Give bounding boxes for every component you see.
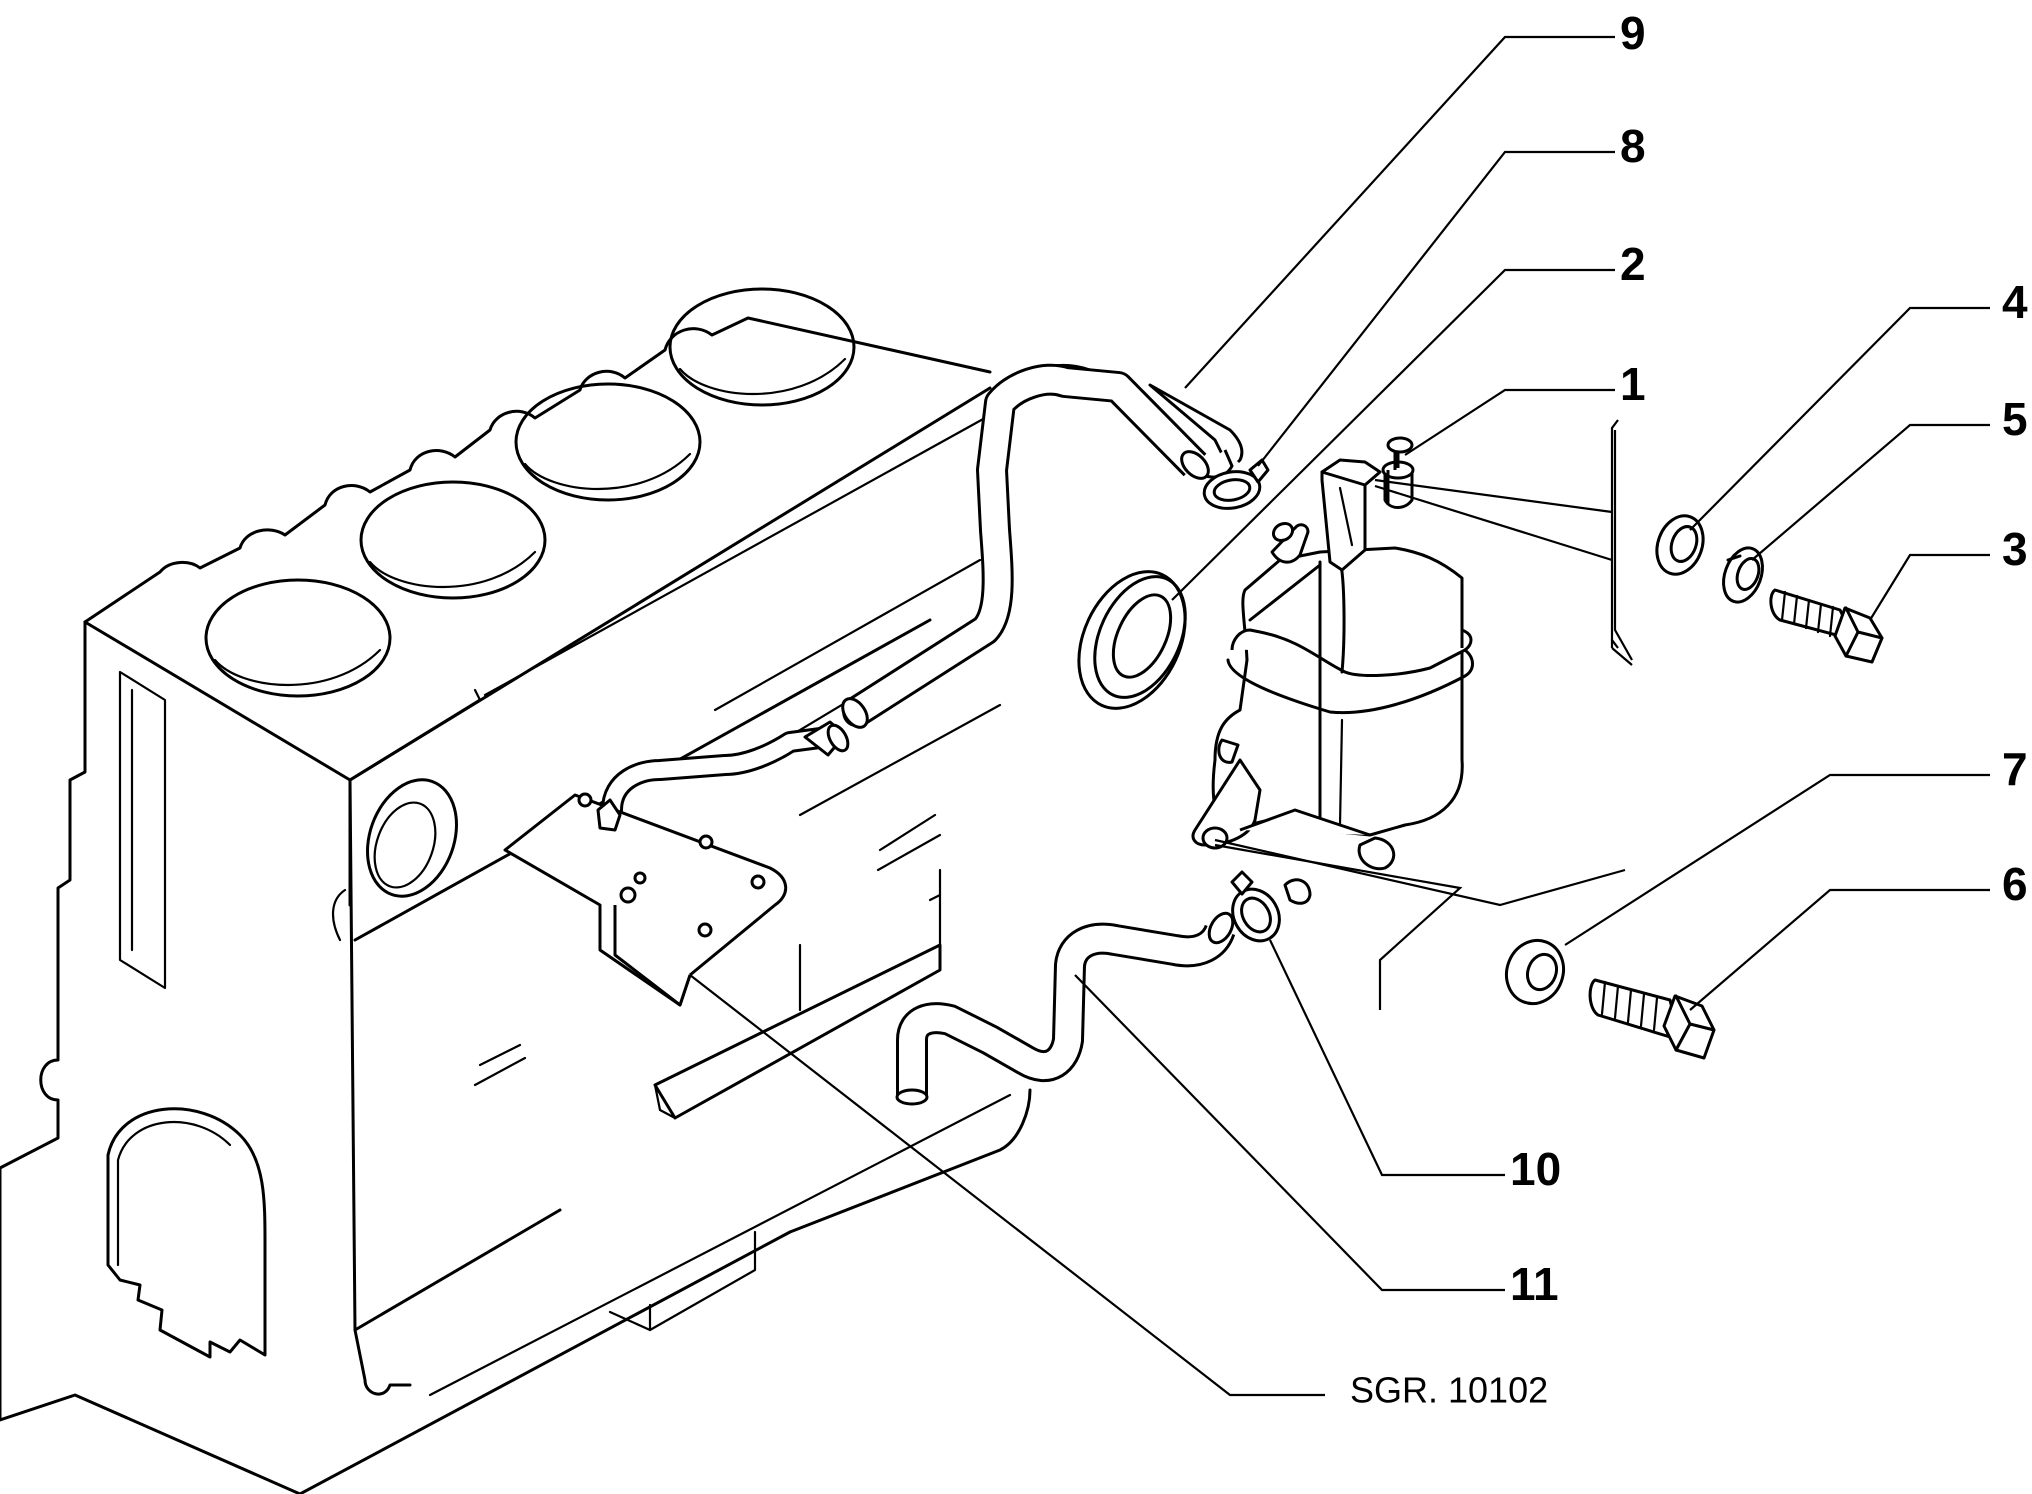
callout-8: 8 — [1620, 120, 1646, 172]
callout-2: 2 — [1620, 238, 1646, 290]
callout-7: 7 — [2002, 743, 2028, 795]
assembly-indicator-lines — [1214, 419, 1633, 1010]
engine-block — [0, 287, 1058, 1494]
callout-1: 1 — [1620, 358, 1646, 410]
callout-5: 5 — [2002, 393, 2028, 445]
seal-ring-part-2 — [1077, 570, 1187, 710]
callout-10: 10 — [1510, 1143, 1561, 1195]
callout-4: 4 — [2002, 276, 2028, 328]
callout-leader-lines — [689, 35, 1990, 1397]
hose-clamp-part-8 — [1202, 458, 1270, 510]
callout-6: 6 — [2002, 858, 2028, 910]
reference-code: SGR. 10102 — [1350, 1370, 1548, 1411]
bolt-part-6 — [1588, 978, 1716, 1060]
upper-breather-hose — [841, 363, 1244, 729]
spring-washer-part-5 — [1722, 546, 1764, 604]
callout-9: 9 — [1620, 7, 1646, 59]
oil-separator-part-1 — [1191, 436, 1474, 871]
lower-breather-hose — [895, 911, 1236, 1106]
callout-11: 11 — [1510, 1258, 1559, 1310]
flat-washer-part-7 — [1505, 938, 1565, 1006]
flat-washer-part-4 — [1655, 514, 1705, 576]
bolt-part-3 — [1769, 588, 1884, 664]
hose-clamp-part-10 — [1230, 870, 1312, 943]
callout-labels: 9 8 2 1 4 5 3 7 6 10 11 SGR. 10102 — [1350, 7, 2028, 1410]
oil-return-pipe-bracket — [503, 720, 850, 1007]
callout-3: 3 — [2002, 523, 2028, 575]
